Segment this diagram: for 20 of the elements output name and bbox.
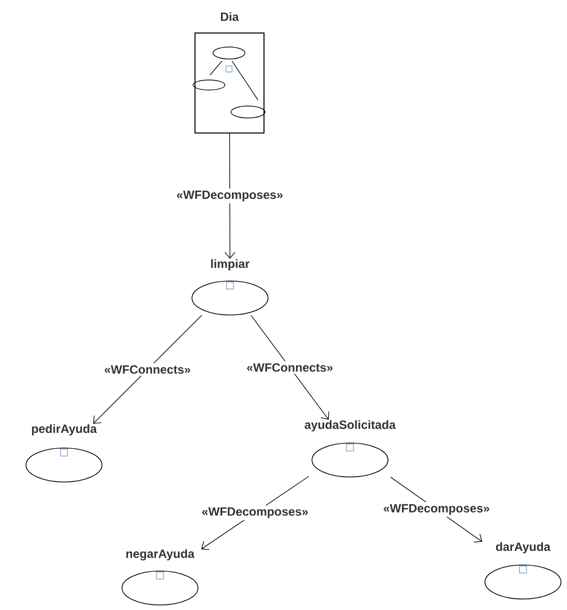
node-label: ayudaSolicitada <box>304 420 396 432</box>
edge-label: «WFDecomposes» <box>200 505 310 520</box>
edge-label: «WFDecomposes» <box>174 188 286 204</box>
use-case: pedirAyuda <box>26 424 102 482</box>
node-label: negarAyuda <box>126 549 195 560</box>
node-label: pedirAyuda <box>32 424 97 436</box>
use-case: limpiar <box>192 259 268 316</box>
node-label: Dia <box>220 12 239 22</box>
diagram-box: Dia <box>194 12 264 134</box>
edge-label: «WFConnects» <box>102 363 193 376</box>
edge-label: «WFConnects» <box>244 361 336 374</box>
arrow <box>93 314 202 424</box>
use-case: darAyuda <box>484 542 562 600</box>
edge-label: «WFDecomposes» <box>381 502 492 517</box>
use-case: negarAyuda <box>122 549 198 606</box>
node-label: limpiar <box>211 259 250 270</box>
arrow <box>250 314 330 420</box>
arrow <box>224 132 236 259</box>
use-case: ayudaSolicitada <box>304 420 396 478</box>
node-label: darAyuda <box>496 542 551 554</box>
